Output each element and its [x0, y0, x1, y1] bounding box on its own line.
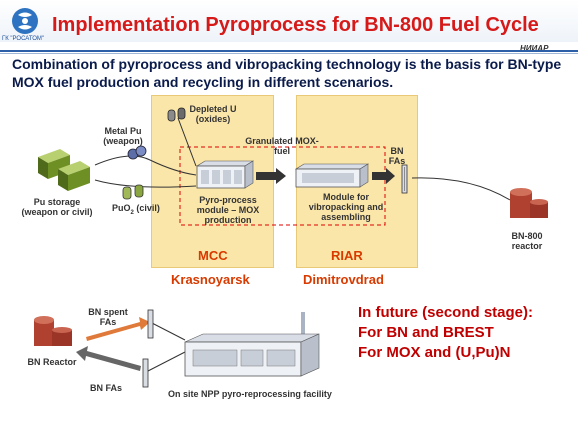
pyro-facility-icon [184, 312, 320, 377]
pyro-module-label: Pyro-process module – MOX production [196, 195, 260, 225]
bn-reactor-label: BN Reactor [27, 357, 77, 367]
header-stripe [0, 50, 578, 52]
riar-label: RIAR [331, 248, 363, 263]
spent-fa-icon [147, 309, 154, 339]
pu-storage-icon [38, 149, 90, 191]
metal-pu-label: Metal Pu (weapon) [103, 126, 143, 146]
org-label: ГК "РОСАТОМ" [2, 36, 45, 42]
future-line-3: For MOX and (U,Pu)N [358, 344, 511, 361]
vibro-module-icon [294, 163, 370, 188]
mcc-label: MCC [198, 248, 228, 263]
metal-pu-icon [127, 145, 147, 160]
future-line-2: For BN and BREST [358, 324, 494, 341]
fuel-assembly-icon [401, 164, 408, 194]
puo2-label: PuO2 (civil) [112, 203, 160, 216]
granulated-mox-label: Granulated MOX-fuel [245, 136, 319, 156]
rosatom-logo-icon [12, 8, 38, 34]
header-bar [0, 0, 578, 42]
vibro-module-label: Module for vibropacking and assembling [308, 192, 384, 222]
fresh-fa-icon [142, 358, 149, 388]
future-line-1: In future (second stage): [358, 304, 534, 321]
future-text: In future (second stage): For BN and BRE… [358, 303, 533, 363]
dimitrovgrad-label: Dimitrovdrad [303, 272, 384, 287]
pu-storage-label: Pu storage (weapon or civil) [21, 197, 93, 217]
depleted-u-label: Depleted U (oxides) [189, 104, 237, 124]
pyro-module-icon [195, 160, 255, 189]
page-title: Implementation Pyroprocess for BN-800 Fu… [52, 14, 539, 36]
org2-label: НИИАР [520, 44, 549, 53]
depleted-u-icon [167, 107, 186, 122]
subtitle: Combination of pyroprocess and vibropack… [12, 56, 562, 90]
bn-fas-label: BN FAs [388, 146, 406, 166]
onsite-facility-label: On site NPP pyro-reprocessing facility [168, 389, 332, 399]
bn-reactor-icon [34, 316, 72, 346]
bn800-reactor-label: BN-800 reactor [511, 231, 543, 251]
bn800-reactor-icon [510, 188, 548, 218]
puo2-icon [122, 184, 144, 200]
krasnoyarsk-label: Krasnoyarsk [171, 272, 250, 287]
bn-spent-fas-label: BN spent FAs [88, 307, 128, 327]
bn-fas-bottom-label: BN FAs [89, 383, 122, 393]
header-stripe-thin [0, 53, 578, 54]
